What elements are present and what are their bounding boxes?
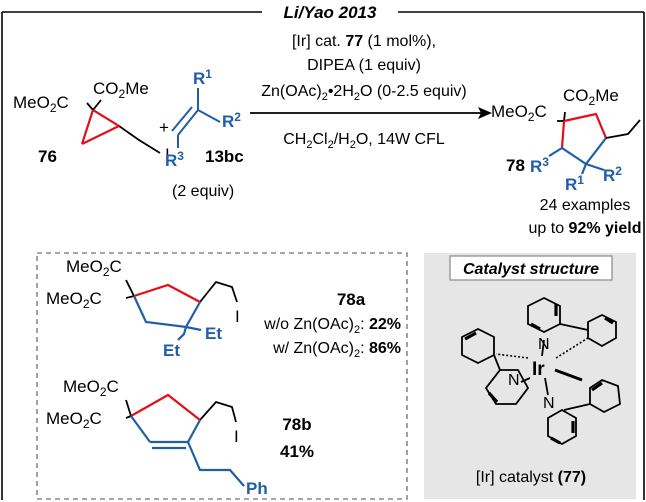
- product-r2: R2: [603, 164, 622, 185]
- alkene-equiv: (2 equiv): [172, 183, 234, 200]
- sm1-ester-right: CO2Me: [93, 79, 149, 101]
- alkene-r2: R2: [222, 110, 241, 131]
- conditions-below: CH2Cl2/H2O, 14W CFL: [283, 131, 445, 151]
- ex2-iodine: I: [234, 427, 239, 446]
- alkene-13bc-structure: R1 R2 R3 13bc (2 equiv): [165, 67, 244, 200]
- ex2-yield: 41%: [280, 442, 314, 461]
- catalyst-title-box: [449, 255, 613, 281]
- sm1-label: 76: [38, 147, 57, 166]
- product-r1: R1: [565, 173, 584, 194]
- ex2-ester-bottom: MeO2C: [46, 409, 102, 431]
- catalyst-panel: [424, 253, 636, 499]
- product-r3: R3: [530, 155, 549, 176]
- product-ester-left: MeO2C: [491, 102, 547, 124]
- conditions-line3: Zn(OAc)2•2H2O (0-2.5 equiv): [261, 83, 466, 103]
- product-yield: up to 92% yield: [529, 220, 642, 237]
- ex1-ester-bottom: MeO2C: [46, 289, 102, 311]
- reaction-arrowhead: [478, 107, 492, 119]
- catalyst-caption: [Ir] catalyst (77): [476, 469, 586, 486]
- ex1-label: 78a: [337, 290, 366, 309]
- reaction-conditions: [Ir] cat. 77 (1 mol%), DIPEA (1 equiv) Z…: [250, 33, 492, 151]
- header-title: Li/Yao 2013: [284, 3, 377, 22]
- alkene-r1: R1: [193, 67, 212, 88]
- outer-frame: [1, 11, 645, 500]
- catalyst-n-left: N: [508, 372, 520, 389]
- catalyst-n-bottom: N: [543, 395, 555, 412]
- alkene-r3: R3: [165, 149, 184, 170]
- example-78b-structure: MeO2C MeO2C I Ph 78b 41%: [46, 377, 314, 498]
- product-78-structure: MeO2C CO2Me 78 R3 R1 R2 24 examples up t…: [491, 86, 641, 237]
- iridium-complex-structure: [461, 296, 621, 446]
- sm1-iodine: I: [165, 145, 170, 164]
- alkene-label: 13bc: [205, 147, 244, 166]
- ex2-label: 78b: [282, 415, 311, 434]
- cyclopropane-76-structure: MeO2C CO2Me I 76: [13, 79, 170, 166]
- conditions-line2: DIPEA (1 equiv): [307, 57, 421, 74]
- ex1-condition-with: w/ Zn(OAc)2: 86%: [272, 340, 401, 360]
- ex1-ester-top: MeO2C: [66, 257, 122, 279]
- ex1-condition-without: w/o Zn(OAc)2: 22%: [263, 316, 401, 336]
- product-examples: 24 examples: [540, 197, 631, 214]
- catalyst-title: Catalyst structure: [463, 261, 599, 278]
- product-ester-right: CO2Me: [563, 86, 619, 108]
- ex1-et-right: Et: [205, 324, 222, 343]
- ex1-et-bottom: Et: [163, 341, 180, 360]
- examples-panel: [36, 252, 408, 500]
- catalyst-n-top: N: [538, 336, 550, 353]
- example-78a-structure: MeO2C MeO2C I Et Et 78a w/o Zn(OAc)2: 22…: [46, 257, 401, 360]
- conditions-line1: [Ir] cat. 77 (1 mol%),: [292, 33, 436, 50]
- ex2-phenyl: Ph: [246, 479, 268, 498]
- product-label: 78: [506, 156, 525, 175]
- ex1-iodine: I: [235, 307, 240, 326]
- plus-sign: +: [159, 118, 169, 137]
- sm1-ester-left: MeO2C: [13, 93, 69, 115]
- ex2-ester-top: MeO2C: [63, 377, 119, 399]
- catalyst-iridium: Ir: [532, 359, 545, 380]
